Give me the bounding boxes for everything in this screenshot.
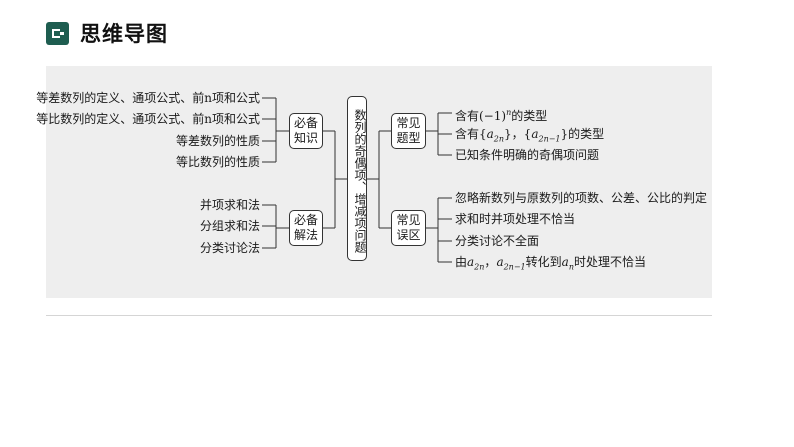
methods-node-line2: 解法 — [293, 228, 318, 242]
type-item: 含有{a2n}，{a2n−1}的类型 — [455, 127, 605, 144]
types-node-line2: 题型 — [396, 131, 421, 145]
methods-node: 必备 解法 — [289, 210, 323, 246]
mistake-item: 求和时并项处理不恰当 — [455, 212, 576, 226]
types-node: 常见 题型 — [391, 113, 426, 149]
knowledge-node: 必备 知识 — [289, 113, 323, 149]
knowledge-item: 等比数列的定义、通项公式、前n项和公式 — [36, 112, 260, 126]
divider — [46, 315, 712, 316]
knowledge-item: 等差数列的定义、通项公式、前n项和公式 — [36, 91, 260, 105]
types-node-line1: 常见 — [396, 116, 421, 130]
knowledge-node-line1: 必备 — [293, 116, 318, 130]
page-title: 思维导图 — [80, 22, 168, 46]
type-item: 含有(−1)n的类型 — [455, 108, 548, 123]
knowledge-item: 等差数列的性质 — [175, 134, 260, 148]
mistake-item: 分类讨论不全面 — [455, 234, 540, 248]
method-item: 分组求和法 — [199, 219, 260, 233]
mistakes-node-line2: 误区 — [396, 228, 421, 242]
type-item: 已知条件明确的奇偶项问题 — [455, 148, 600, 162]
mistakes-node-line1: 常见 — [396, 213, 421, 227]
methods-node-line1: 必备 — [293, 213, 318, 227]
method-item: 分类讨论法 — [199, 241, 260, 255]
method-item: 并项求和法 — [199, 198, 260, 212]
knowledge-item: 等比数列的性质 — [175, 155, 260, 169]
mistakes-node: 常见 误区 — [391, 210, 426, 246]
header-icon — [46, 22, 69, 45]
mistake-item: 由a2n，a2n−1转化到an时处理不恰当 — [455, 255, 646, 272]
knowledge-node-line2: 知识 — [293, 131, 318, 145]
center-topic: 数列的奇偶项、增减项问题 — [347, 96, 367, 261]
mistake-item: 忽略新数列与原数列的项数、公差、公比的判定 — [455, 191, 708, 205]
